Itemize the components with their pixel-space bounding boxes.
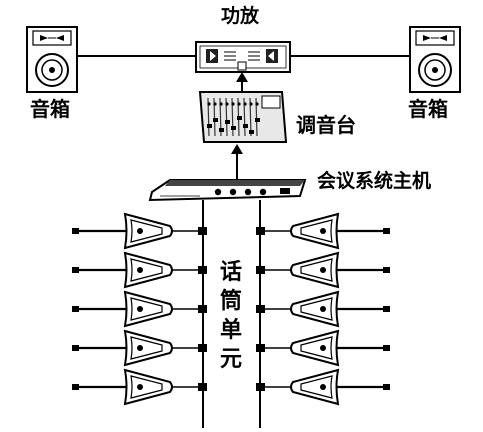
speaker-left-label: 音箱 — [30, 97, 70, 121]
host-unit-icon — [148, 179, 307, 202]
mic-unit-right-4 — [256, 329, 390, 367]
arrow-mixer-to-amplifier — [236, 72, 248, 92]
mixer-label: 调音台 — [296, 113, 356, 137]
arrow-host-to-mixer — [231, 144, 243, 180]
mic-units-label-char-3: 单 — [219, 318, 242, 343]
mic-unit-right-1 — [256, 212, 390, 250]
mic-units-label-char-1: 话 — [219, 260, 242, 285]
mixer-icon — [198, 91, 288, 143]
mic-unit-right-3 — [256, 290, 390, 328]
mic-unit-left-1 — [72, 212, 207, 250]
mic-units-label-char-2: 筒 — [219, 289, 242, 314]
speaker-right-label: 音箱 — [408, 97, 448, 121]
host-label: 会议系统主机 — [317, 170, 432, 192]
mic-unit-left-5 — [72, 368, 207, 406]
mic-unit-left-3 — [72, 290, 207, 328]
amplifier-icon — [195, 41, 291, 73]
speaker-right-icon — [409, 26, 461, 93]
mic-unit-right-5 — [256, 368, 390, 406]
speaker-left-icon — [26, 26, 78, 93]
mic-units-label-char-4: 元 — [219, 347, 242, 372]
mic-unit-left-2 — [72, 251, 207, 289]
mic-group-right — [256, 212, 390, 406]
amplifier-label: 功放 — [221, 5, 260, 27]
mic-group-left — [72, 212, 207, 406]
mic-unit-right-2 — [256, 251, 390, 289]
mic-unit-left-4 — [72, 329, 207, 367]
